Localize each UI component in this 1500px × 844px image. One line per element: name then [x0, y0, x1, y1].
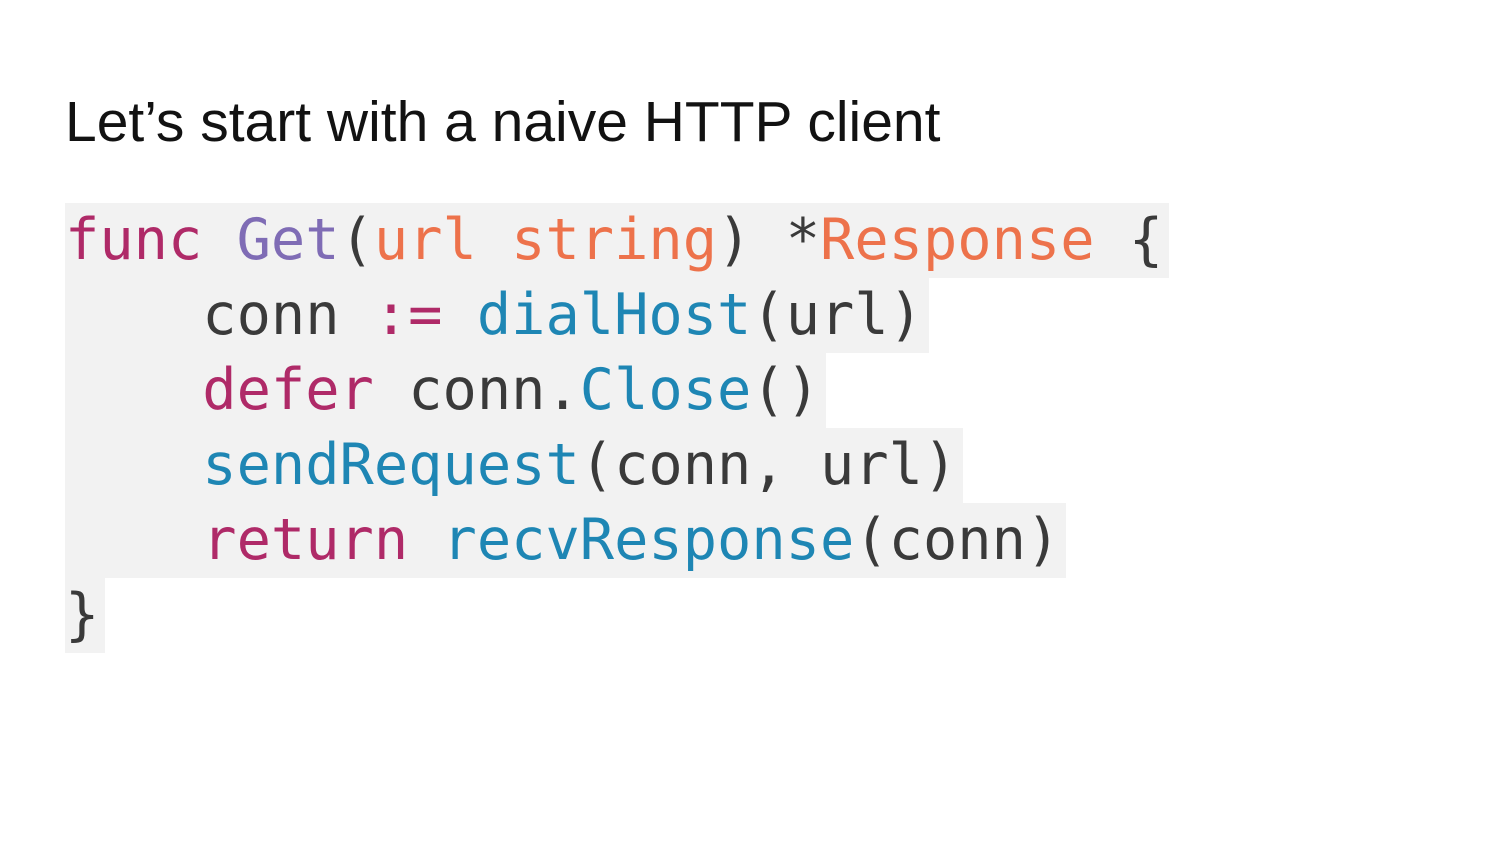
code-token-plain: [408, 507, 442, 573]
code-token-plain: [65, 357, 202, 423]
code-token-keyword: :=: [373, 282, 443, 348]
code-token-plain: (): [751, 357, 821, 423]
code-line: }: [65, 578, 106, 653]
code-line: return recvResponse(conn): [65, 503, 1067, 578]
code-token-call: recvResponse: [442, 507, 855, 573]
code-token-plain: conn.: [373, 357, 580, 423]
code-token-plain: (conn): [854, 507, 1061, 573]
slide-title: Let’s start with a naive HTTP client: [65, 90, 941, 154]
code-token-plain: (url): [751, 282, 923, 348]
code-token-call: dialHost: [476, 282, 752, 348]
code-token-type: url string: [373, 207, 718, 273]
code-token-call: sendRequest: [202, 432, 580, 498]
code-token-keyword: return: [202, 507, 409, 573]
code-token-plain: {: [1094, 207, 1164, 273]
code-block: func Get(url string) *Response { conn :=…: [65, 203, 1170, 653]
code-token-keyword: func: [65, 207, 203, 273]
code-token-plain: (: [339, 207, 374, 273]
code-token-keyword: defer: [202, 357, 374, 423]
code-token-plain: [443, 282, 477, 348]
code-token-plain: (conn, url): [579, 432, 958, 498]
code-token-plain: ) *: [717, 207, 821, 273]
code-token-plain: }: [65, 582, 100, 648]
code-line: conn := dialHost(url): [65, 278, 929, 353]
code-token-plain: [65, 432, 202, 498]
code-line: func Get(url string) *Response {: [65, 203, 1170, 278]
code-token-type: Response: [820, 207, 1095, 273]
code-token-name: Get: [236, 207, 340, 273]
code-token-plain: [202, 207, 236, 273]
code-token-call: Close: [579, 357, 752, 423]
code-token-plain: [65, 507, 202, 573]
code-line: sendRequest(conn, url): [65, 428, 964, 503]
code-line: defer conn.Close(): [65, 353, 827, 428]
code-token-plain: conn: [65, 282, 374, 348]
